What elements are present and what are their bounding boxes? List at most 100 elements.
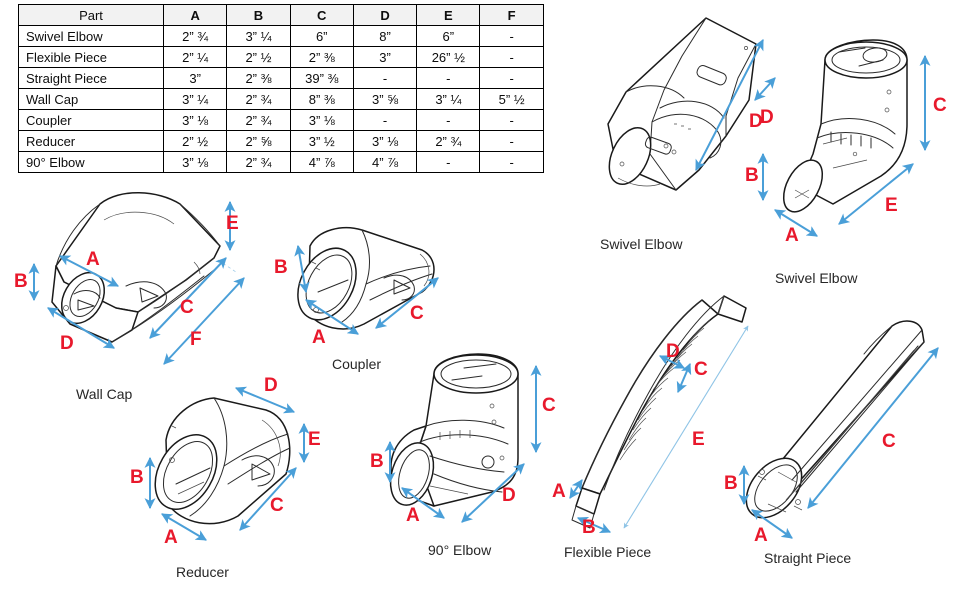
figure-swivel-elbow-right: C E A B D Swivel Elbow [745,14,970,286]
caption-reducer: Reducer [176,564,229,580]
cell-f: - [479,130,544,152]
swivel-elbow-right-dimension-arrows [754,54,931,237]
cell-b: 2” ¾ [226,109,291,131]
dim-label-c: C [410,303,424,324]
column-header-c: C [289,4,354,26]
dim-label-d: D [264,375,278,396]
dim-label-a: A [754,525,768,546]
table-row: Reducer 2” ½ 2” ⅝ 3” ½ 3” ⅛ 2” ¾ - [18,130,544,152]
dim-label-e: E [308,429,321,450]
cell-e: - [416,109,481,131]
dim-label-b: B [274,257,288,278]
table-row: Straight Piece 3” 2” ⅜ 39” ⅜ - - - [18,67,544,89]
cell-f: - [479,46,544,68]
dim-label-c: C [882,431,896,452]
dim-label-c: C [180,297,194,318]
cell-b: 2” ¾ [226,88,291,110]
cell-part: Reducer [18,130,164,152]
swivel-elbow-right-drawing [754,39,931,237]
cell-c: 2” ⅜ [289,46,354,68]
dim-label-b: B [370,451,384,472]
dim-label-d: D [760,107,774,128]
cell-e: 3” ¼ [416,88,481,110]
dim-label-d: D [666,341,680,362]
cell-e: 6” [416,25,481,47]
elbow-90-dimension-arrows [384,364,542,523]
dim-label-a: A [164,527,178,548]
figure-coupler: B A C Coupler [262,218,462,378]
column-header-a: A [162,4,228,26]
column-header-e: E [416,4,481,26]
caption-wall-cap: Wall Cap [76,386,133,402]
cell-d: 3” [352,46,418,68]
cell-part: 90° Elbow [18,151,164,173]
cell-c: 3” ½ [289,130,354,152]
caption-swivel-elbow-left: Swivel Elbow [600,236,683,252]
cell-a: 3” ⅛ [162,151,228,173]
cell-b: 2” ⅜ [226,67,291,89]
dim-label-c: C [270,495,284,516]
dim-label-b: B [14,271,28,292]
cell-part: Straight Piece [18,67,164,89]
dim-label-e: E [885,195,898,216]
dim-label-f: F [190,329,202,350]
cell-e: - [416,151,481,173]
dim-label-a: A [86,249,100,270]
figure-straight-piece: C B A Straight Piece [722,306,952,566]
caption-straight-piece: Straight Piece [764,550,852,566]
dim-label-d: D [749,111,763,132]
caption-swivel-elbow-right: Swivel Elbow [775,270,858,286]
dim-label-d: D [502,485,516,506]
cell-d: - [352,67,418,89]
cell-a: 2” ¾ [162,25,228,47]
dim-label-b: B [724,473,738,494]
straight-piece-dimension-arrows [738,347,939,539]
figure-elbow-90: C D A B 90° Elbow [368,346,578,568]
dim-label-a: A [785,225,799,246]
flexible-piece-dimension-arrows [569,325,749,534]
straight-piece-drawing [738,320,939,539]
dim-label-c: C [542,395,556,416]
column-header-part: Part [18,4,164,26]
figure-wall-cap: E A B D C F Wall Cap [8,182,268,407]
caption-coupler: Coupler [332,356,382,372]
spec-table-container: Part A B C D E F Swivel Elbow 2” ¾ 3” ¼ … [18,4,544,173]
column-header-f: F [479,4,544,26]
dim-label-a: A [552,481,566,502]
cell-e: - [416,67,481,89]
table-row: Swivel Elbow 2” ¾ 3” ¼ 6” 8” 6” - [18,25,544,47]
cell-f: - [479,67,544,89]
dim-label-c: C [694,359,708,380]
cell-d: - [352,109,418,131]
cell-d: 3” ⅛ [352,130,418,152]
wall-cap-body [51,192,221,343]
figure-swivel-elbow-left: D Swivel Elbow [578,4,778,252]
cell-e: 26” ½ [416,46,481,68]
elbow-90-drawing [384,353,542,523]
wall-cap-drawing [28,192,245,365]
coupler-dimension-arrows [294,244,439,335]
cell-c: 6” [289,25,354,47]
reducer-dimension-arrows [144,386,310,541]
flexible-piece-body [571,295,747,529]
wall-cap-dimension-arrows [28,200,245,365]
table-row: Coupler 3” ⅛ 2” ¾ 3” ⅛ - - - [18,109,544,131]
elbow-90-body [389,353,519,507]
coupler-drawing [294,226,439,335]
cell-f: - [479,25,544,47]
caption-elbow-90: 90° Elbow [428,542,492,558]
dim-label-a: A [312,327,326,348]
cell-d: 3” ⅝ [352,88,418,110]
cell-f: 5” ½ [479,88,544,110]
cell-a: 3” ¼ [162,88,228,110]
part-dimensions-table: Part A B C D E F Swivel Elbow 2” ¾ 3” ¼ … [18,4,544,173]
reducer-drawing [144,386,310,541]
dim-label-e: E [692,429,705,450]
cell-part: Coupler [18,109,164,131]
cell-d: 8” [352,25,418,47]
reducer-body [154,397,291,525]
cell-e: 2” ¾ [416,130,481,152]
table-row: Flexible Piece 2” ¼ 2” ½ 2” ⅜ 3” 26” ½ - [18,46,544,68]
cell-f: - [479,109,544,131]
cell-b: 2” ¾ [226,151,291,173]
